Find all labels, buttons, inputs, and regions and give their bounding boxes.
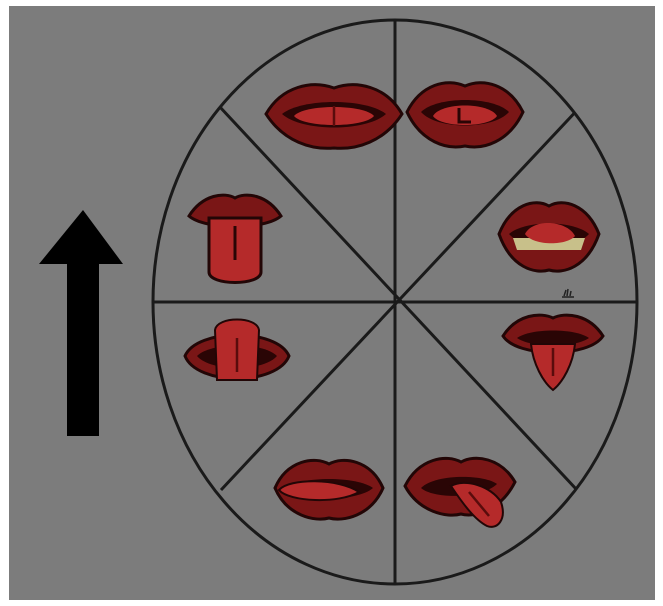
mouth-tongue-out-bottom-right <box>405 458 515 527</box>
mouth-teeth-tongue-right <box>499 203 599 271</box>
mouth-tongue-out-up-left <box>189 195 281 282</box>
divider-diagonal-up <box>221 106 581 490</box>
wheel <box>139 6 649 600</box>
mouth-tongue-side-bottom-left <box>275 460 383 519</box>
divider-diagonal-down <box>219 106 577 490</box>
mouth-tongue-inside-top-right <box>407 83 523 147</box>
mouth-tongue-inside-top-left <box>266 85 402 149</box>
up-arrow-icon <box>39 210 123 436</box>
figure-panel <box>9 6 655 600</box>
mouth-tongue-down-right <box>503 315 603 390</box>
speck-mark <box>562 289 574 297</box>
mouth-tongue-up-left <box>185 320 289 381</box>
oral-motor-wheel-diagram <box>9 6 655 600</box>
